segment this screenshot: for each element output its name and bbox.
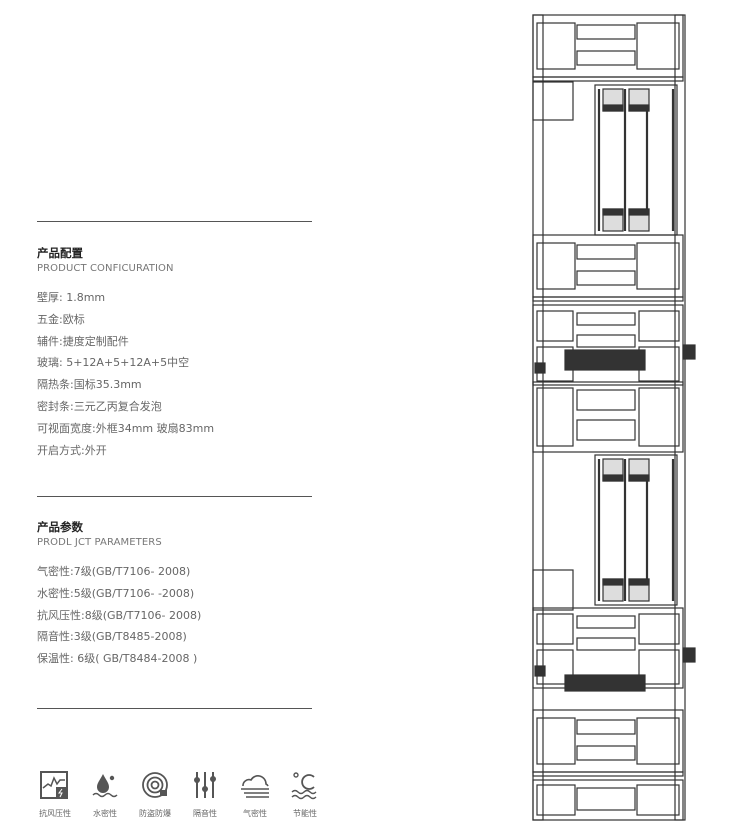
config-title: 产品配置 <box>37 246 83 260</box>
profile-part <box>536 717 576 765</box>
profile-part <box>576 389 636 411</box>
thermal-break <box>576 244 636 260</box>
feature-label: 气密性 <box>243 809 267 818</box>
profile-part <box>536 310 574 342</box>
sound-insulation-icon <box>194 772 216 798</box>
thermal-break <box>576 719 636 735</box>
profile-part <box>636 717 680 765</box>
profile-part <box>532 76 684 82</box>
profile-part <box>636 22 680 70</box>
gasket <box>682 647 696 663</box>
profile-part <box>638 649 680 685</box>
outer-frame <box>532 14 544 821</box>
energy-saving-icon <box>291 772 317 800</box>
feature-energy-saving: 节能性 <box>280 770 330 819</box>
config-item: 隔热条:国标35.3mm <box>37 378 142 392</box>
feature-label: 防盗防爆 <box>139 809 171 818</box>
thermal-break <box>576 50 636 66</box>
profile-part <box>536 242 576 290</box>
thermal-break <box>576 615 636 629</box>
profile-part <box>576 419 636 441</box>
desiccant <box>602 104 624 112</box>
transom-profile <box>532 709 684 773</box>
desiccant <box>602 208 624 216</box>
profile-part <box>638 387 680 447</box>
config-item: 五金:欧标 <box>37 312 85 326</box>
feature-sound-insulation: 隔音性 <box>180 770 230 819</box>
thermal-break <box>576 637 636 651</box>
param-item: 水密性:5级(GB/T7106- -2008) <box>37 586 195 600</box>
feature-label: 节能性 <box>293 809 317 818</box>
config-item: 可视面宽度:外框34mm 玻扇83mm <box>37 421 215 435</box>
feature-label: 隔音性 <box>193 809 217 818</box>
params-title: 产品参数 <box>37 520 83 534</box>
hinge-gasket <box>564 349 646 371</box>
desiccant <box>602 578 624 586</box>
param-item: 隔音性:3级(GB/T8485-2008) <box>37 630 187 644</box>
thermal-break <box>576 745 636 761</box>
gasket <box>682 344 696 360</box>
thermal-break <box>576 24 636 40</box>
profile-part <box>638 310 680 342</box>
feature-label: 水密性 <box>93 809 117 818</box>
desiccant <box>628 104 650 112</box>
profile-part <box>638 613 680 645</box>
params-subtitle: PRODL JCT PARAMETERS <box>37 537 162 548</box>
profile-part <box>536 387 574 447</box>
feature-anti-theft: 防盗防爆 <box>130 770 180 819</box>
profile-part <box>532 569 574 611</box>
feature-air-tightness: 气密性 <box>230 770 280 819</box>
param-item: 抗风压性:8级(GB/T7106- 2008) <box>37 608 202 622</box>
desiccant <box>628 474 650 482</box>
anti-theft-icon <box>142 772 168 798</box>
glass-unit <box>594 454 678 606</box>
hinge-gasket <box>564 674 646 692</box>
thermal-break <box>576 312 636 326</box>
transom-profile <box>532 234 684 298</box>
config-item: 壁厚: 1.8mm <box>37 291 106 304</box>
desiccant <box>628 578 650 586</box>
profile-part <box>536 22 576 70</box>
feature-label: 抗风压性 <box>39 809 71 818</box>
params-list: 气密性:7级(GB/T7106- 2008) 水密性:5级(GB/T7106- … <box>37 561 201 670</box>
air-tightness-icon <box>241 775 269 798</box>
feature-icons: 抗风压性 水密性 防盗防爆 隔音性 气密性 节能性 <box>30 770 330 819</box>
water-tightness-icon <box>92 774 118 798</box>
feature-water-tightness: 水密性 <box>80 770 130 819</box>
profile-part <box>536 613 574 645</box>
sash-profile <box>532 304 684 386</box>
desiccant <box>628 208 650 216</box>
profile-part <box>532 771 684 777</box>
thermal-break <box>576 270 636 286</box>
divider <box>37 221 312 222</box>
thermal-break <box>576 787 636 811</box>
config-list: 壁厚: 1.8mm 五金:欧标 辅件:捷度定制配件 玻璃: 5+12A+5+12… <box>37 287 214 461</box>
gasket <box>534 362 546 374</box>
config-subtitle: PRODUCT CONFICURATION <box>37 263 174 274</box>
feature-wind-pressure: 抗风压性 <box>30 770 80 819</box>
config-item: 开启方式:外开 <box>37 443 107 457</box>
gasket <box>534 665 546 677</box>
profile-part <box>636 784 680 816</box>
config-item: 密封条:三元乙丙复合发泡 <box>37 399 162 413</box>
config-item: 玻璃: 5+12A+5+12A+5中空 <box>37 356 190 370</box>
wind-pressure-icon <box>40 771 68 799</box>
divider <box>37 496 312 497</box>
divider <box>37 708 312 709</box>
transom-profile <box>532 14 684 78</box>
config-item: 辅件:捷度定制配件 <box>37 334 129 348</box>
profile-part <box>536 784 576 816</box>
profile-part <box>636 242 680 290</box>
frame-profile <box>532 381 684 453</box>
param-item: 保温性: 6级( GB/T8484-2008 ) <box>37 652 198 666</box>
bottom-profile <box>532 779 684 821</box>
window-profile-cross-section <box>532 14 696 821</box>
profile-part <box>532 296 684 302</box>
profile-part <box>532 81 574 121</box>
param-item: 气密性:7级(GB/T7106- 2008) <box>37 565 191 578</box>
desiccant <box>602 474 624 482</box>
thermal-break <box>576 334 636 348</box>
